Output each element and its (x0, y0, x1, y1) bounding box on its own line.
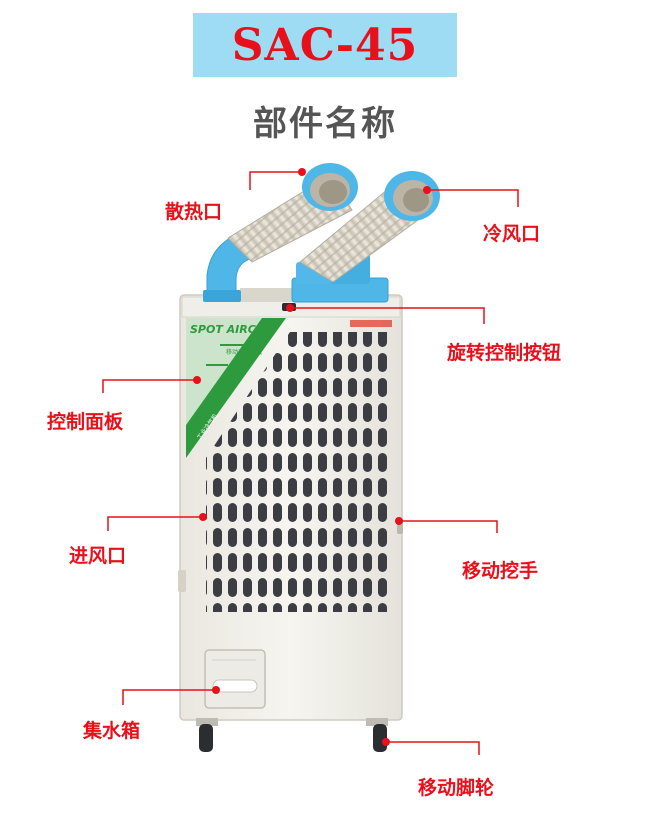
page-subtitle: 部件名称 (253, 104, 397, 144)
water-tank (204, 649, 266, 709)
panel-top-text: 移动式冷风机 (226, 348, 262, 356)
label-control-panel: 控制面板 (47, 411, 124, 433)
caster-wheels (196, 718, 388, 752)
label-caster: 移动脚轮 (418, 777, 495, 799)
air-inlet-grille (206, 332, 390, 612)
cold-outlet-duct (291, 171, 440, 303)
model-banner: SAC-45 (193, 13, 457, 77)
label-handle: 移动挖手 (462, 560, 539, 582)
label-cold-outlet: 冷风口 (483, 223, 541, 245)
brand-logo (350, 320, 392, 327)
label-water-tank: 集水箱 (83, 720, 141, 742)
label-heat-outlet: 散热口 (165, 201, 223, 223)
heat-exhaust-duct (203, 163, 358, 302)
control-panel-graphic: SPOT AIRCON 移动式冷风机 工业冷气机 (186, 318, 286, 458)
model-title: SAC-45 (231, 19, 419, 71)
label-rotary-knob: 旋转控制按钮 (447, 342, 562, 364)
callout-leaders (102, 171, 519, 755)
panel-brand-text: SPOT AIRCON (190, 323, 274, 336)
label-air-inlet: 进风口 (69, 545, 127, 567)
callout-dots (193, 168, 431, 746)
